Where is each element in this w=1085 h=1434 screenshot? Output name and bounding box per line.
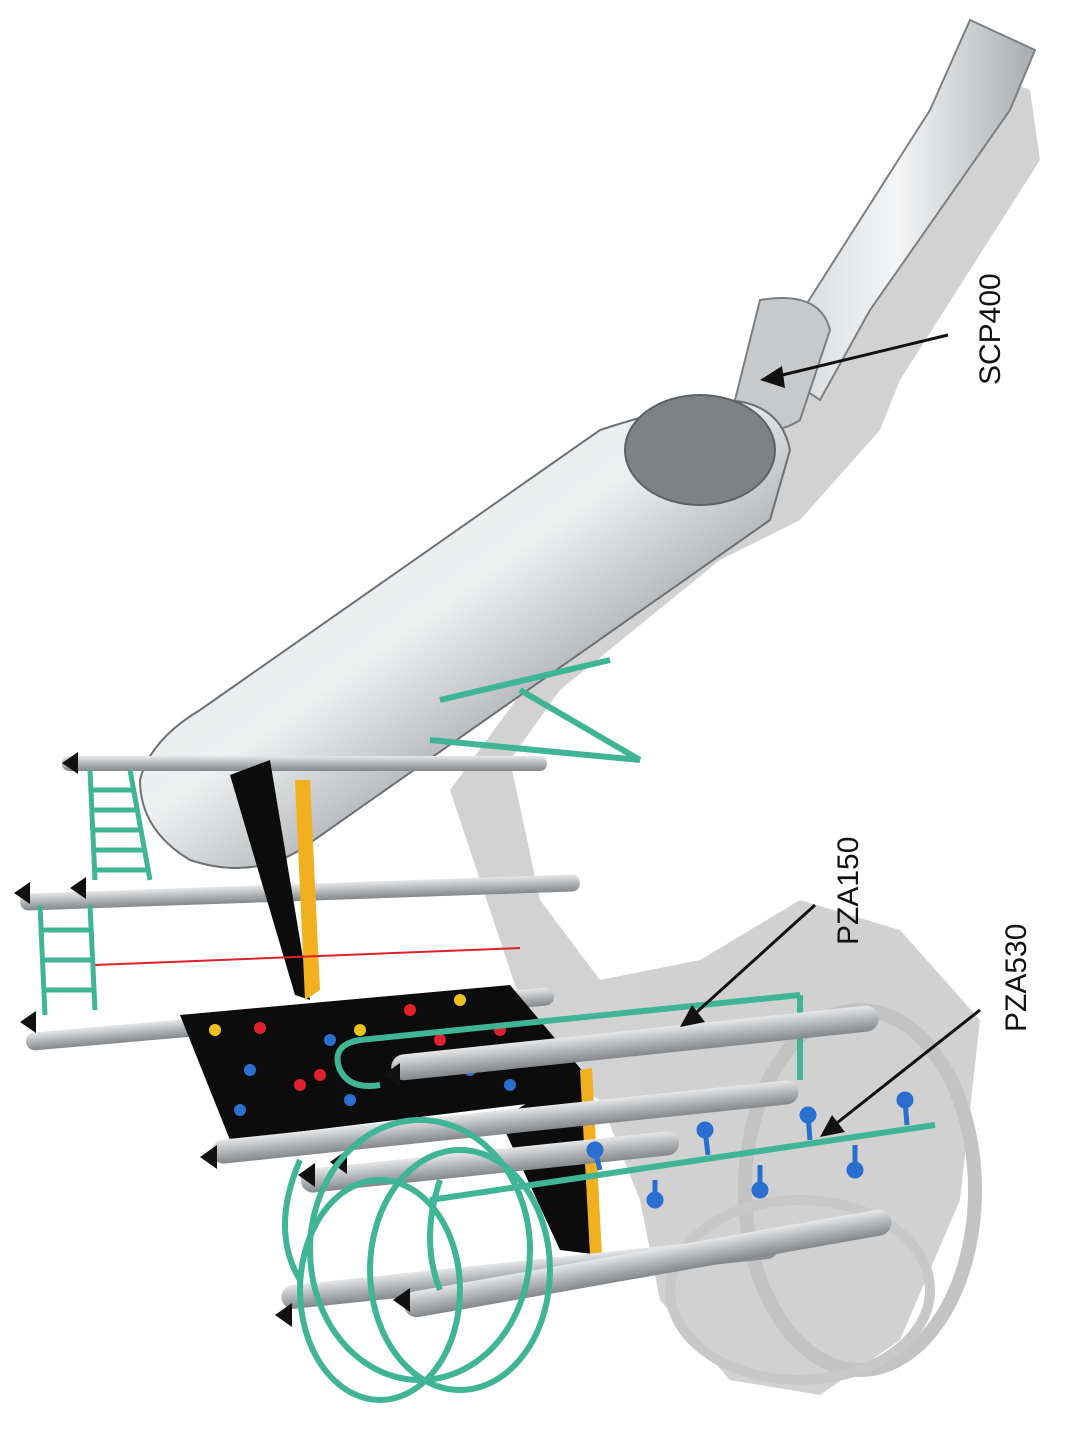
slide-support-braces xyxy=(429,657,642,763)
loop-climber xyxy=(282,1117,553,1403)
callout-scp400: SCP400 xyxy=(760,273,1007,388)
slide-exit-chute xyxy=(728,18,1037,431)
callout-pza150: PZA150 xyxy=(680,837,865,1027)
handholds xyxy=(209,994,516,1116)
safety-line xyxy=(94,947,521,966)
callout-label-scp400: SCP400 xyxy=(974,273,1007,385)
callout-label-pza150: PZA150 xyxy=(832,837,865,945)
access-ladder xyxy=(37,769,153,1016)
callout-label-pza530: PZA530 xyxy=(1000,924,1033,1032)
callout-pza530: PZA530 xyxy=(820,924,1033,1137)
tube-slide xyxy=(138,394,792,869)
